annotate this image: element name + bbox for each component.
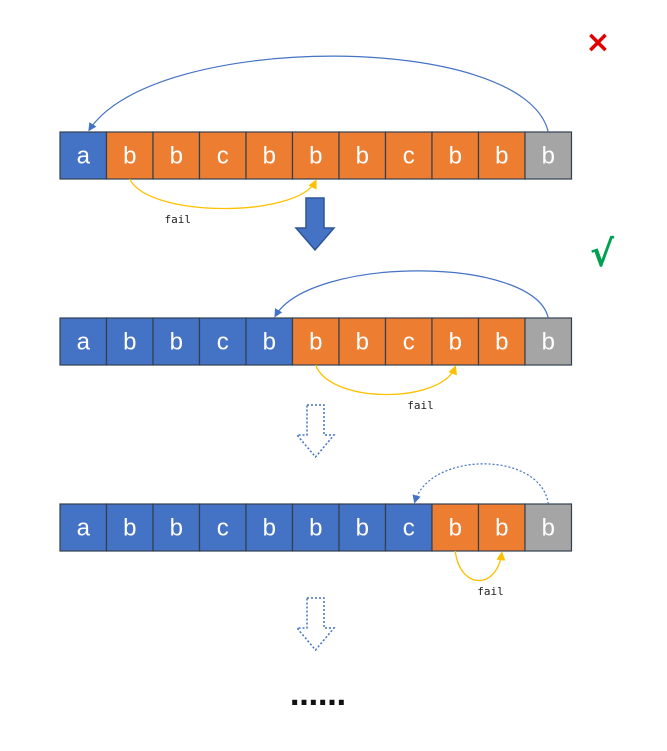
cell-char: c [217,515,229,542]
cell-char: b [356,515,369,542]
cell-matched [245,317,294,366]
cell-pending [245,131,294,180]
fail-arc [454,550,506,581]
cell-char: b [123,329,136,356]
cell-char: b [449,143,462,170]
cell-char: a [77,329,91,356]
cell-char: b [309,143,322,170]
down-arrow-dotted-1 [295,404,336,459]
cell-pending [431,131,480,180]
cell-char: b [495,143,508,170]
cell-char: b [542,329,555,356]
down-arrow-dotted-2 [295,597,336,652]
cell-char: b [449,329,462,356]
cell-pending [338,317,387,366]
cell-char: c [403,329,415,356]
cell-matched [152,503,201,552]
cell-matched [59,317,108,366]
cell-char: b [495,329,508,356]
cell-pending [477,317,526,366]
jump-arc [88,55,549,133]
jump-arc [274,270,549,319]
cell-char: b [170,329,183,356]
string-row-2: a b b c b b b c b b b fail [59,270,573,412]
down-arrow-solid [294,197,336,252]
cell-char: c [217,143,229,170]
cell-char: b [309,515,322,542]
cell-char: b [356,143,369,170]
cell-char: a [77,143,91,170]
cell-matched [338,503,387,552]
fail-arc [129,178,317,210]
cell-char: b [170,515,183,542]
check-mark: √ [590,234,615,275]
fail-label: fail [165,213,192,226]
fail-label: fail [407,399,434,412]
cell-char: b [495,515,508,542]
cell-char: c [217,329,229,356]
jump-arc [412,463,549,505]
cell-matched [198,317,247,366]
cell-current [524,317,573,366]
string-row-1: a b b c b b b c b b b fail [59,55,573,226]
cell-current [524,131,573,180]
cell-char: b [263,143,276,170]
cell-char: c [403,515,415,542]
cell-char: b [449,515,462,542]
cross-mark: × [585,25,610,60]
cell-char: b [170,143,183,170]
fail-label: fail [477,585,504,598]
cell-pending [338,131,387,180]
cell-char: b [263,515,276,542]
cell-char: b [263,329,276,356]
cell-char: b [309,329,322,356]
cell-char: b [542,515,555,542]
cell-pending [431,317,480,366]
ellipsis: …… [290,679,346,712]
cell-matched [152,317,201,366]
cell-matched [59,131,108,180]
cell-pending [384,317,433,366]
cell-matched [384,503,433,552]
cell-pending [152,131,201,180]
cell-char: a [77,515,91,542]
cell-char: b [123,143,136,170]
cell-pending [384,131,433,180]
cell-pending [431,503,480,552]
cell-matched [59,503,108,552]
cell-matched [105,317,154,366]
string-row-3: a b b c b b b c b b b fail [59,463,573,598]
cell-char: b [542,143,555,170]
fail-arc [315,364,457,396]
cell-char: c [403,143,415,170]
cell-char: b [356,329,369,356]
rows-layer: a b b c b b b c b b b fail a b b c b b b c b b b fail a b b c b b b c b b… [59,55,573,598]
cell-char: b [123,515,136,542]
cell-matched [245,503,294,552]
cell-matched [105,503,154,552]
